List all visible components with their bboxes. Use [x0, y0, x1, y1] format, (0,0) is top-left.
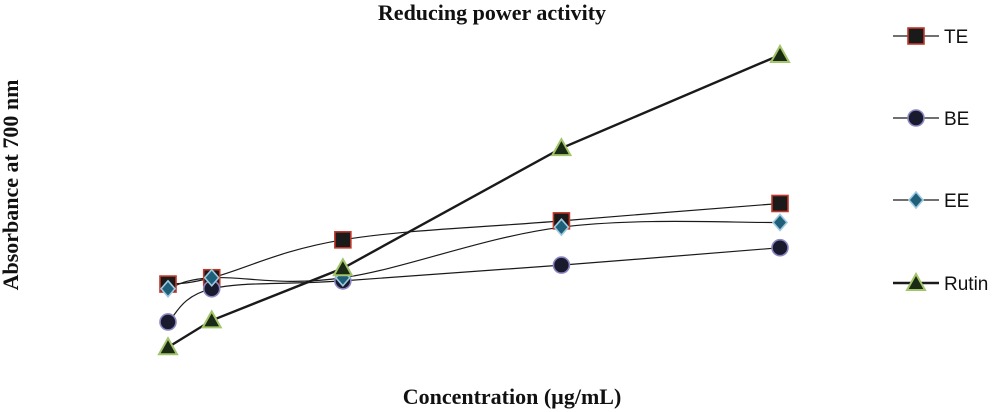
legend-item-te: TE [893, 27, 968, 48]
chart-title: Reducing power activity [378, 0, 606, 25]
x-axis-label: Concentration (µg/mL) [403, 384, 622, 409]
series-line-rutin [167, 53, 781, 349]
y-axis-label: Absorbance at 700 nm [0, 80, 23, 291]
legend-marker-te [907, 27, 925, 45]
data-point-rutin-2 [332, 257, 354, 277]
legend: TE BE EE Rutin [893, 27, 988, 295]
data-point-rutin-4 [769, 43, 791, 63]
legend-marker-rutin [905, 271, 927, 291]
legend-label-rutin: Rutin [944, 274, 988, 295]
legend-item-rutin: Rutin [893, 271, 988, 295]
legend-item-be: BE [893, 109, 969, 130]
data-point-rutin-0 [157, 336, 179, 356]
series-layer [157, 43, 791, 356]
data-point-be-4 [771, 238, 789, 257]
data-point-rutin-3 [550, 137, 573, 157]
data-point-ee-4 [771, 213, 789, 232]
data-point-be-0 [159, 313, 177, 331]
legend-marker-be [907, 109, 925, 127]
legend-label-te: TE [944, 27, 968, 48]
data-point-te-2 [334, 231, 352, 249]
data-point-ee-3 [553, 217, 570, 237]
data-point-ee-1 [203, 268, 220, 287]
data-point-rutin-1 [201, 309, 223, 329]
data-point-be-3 [552, 256, 571, 274]
data-point-ee-0 [159, 279, 177, 299]
series-line-be [167, 247, 781, 323]
data-point-te-4 [771, 194, 789, 213]
legend-label-ee: EE [944, 191, 969, 212]
legend-item-ee: EE [893, 190, 969, 212]
legend-marker-ee [907, 190, 925, 210]
legend-label-be: BE [944, 109, 969, 130]
